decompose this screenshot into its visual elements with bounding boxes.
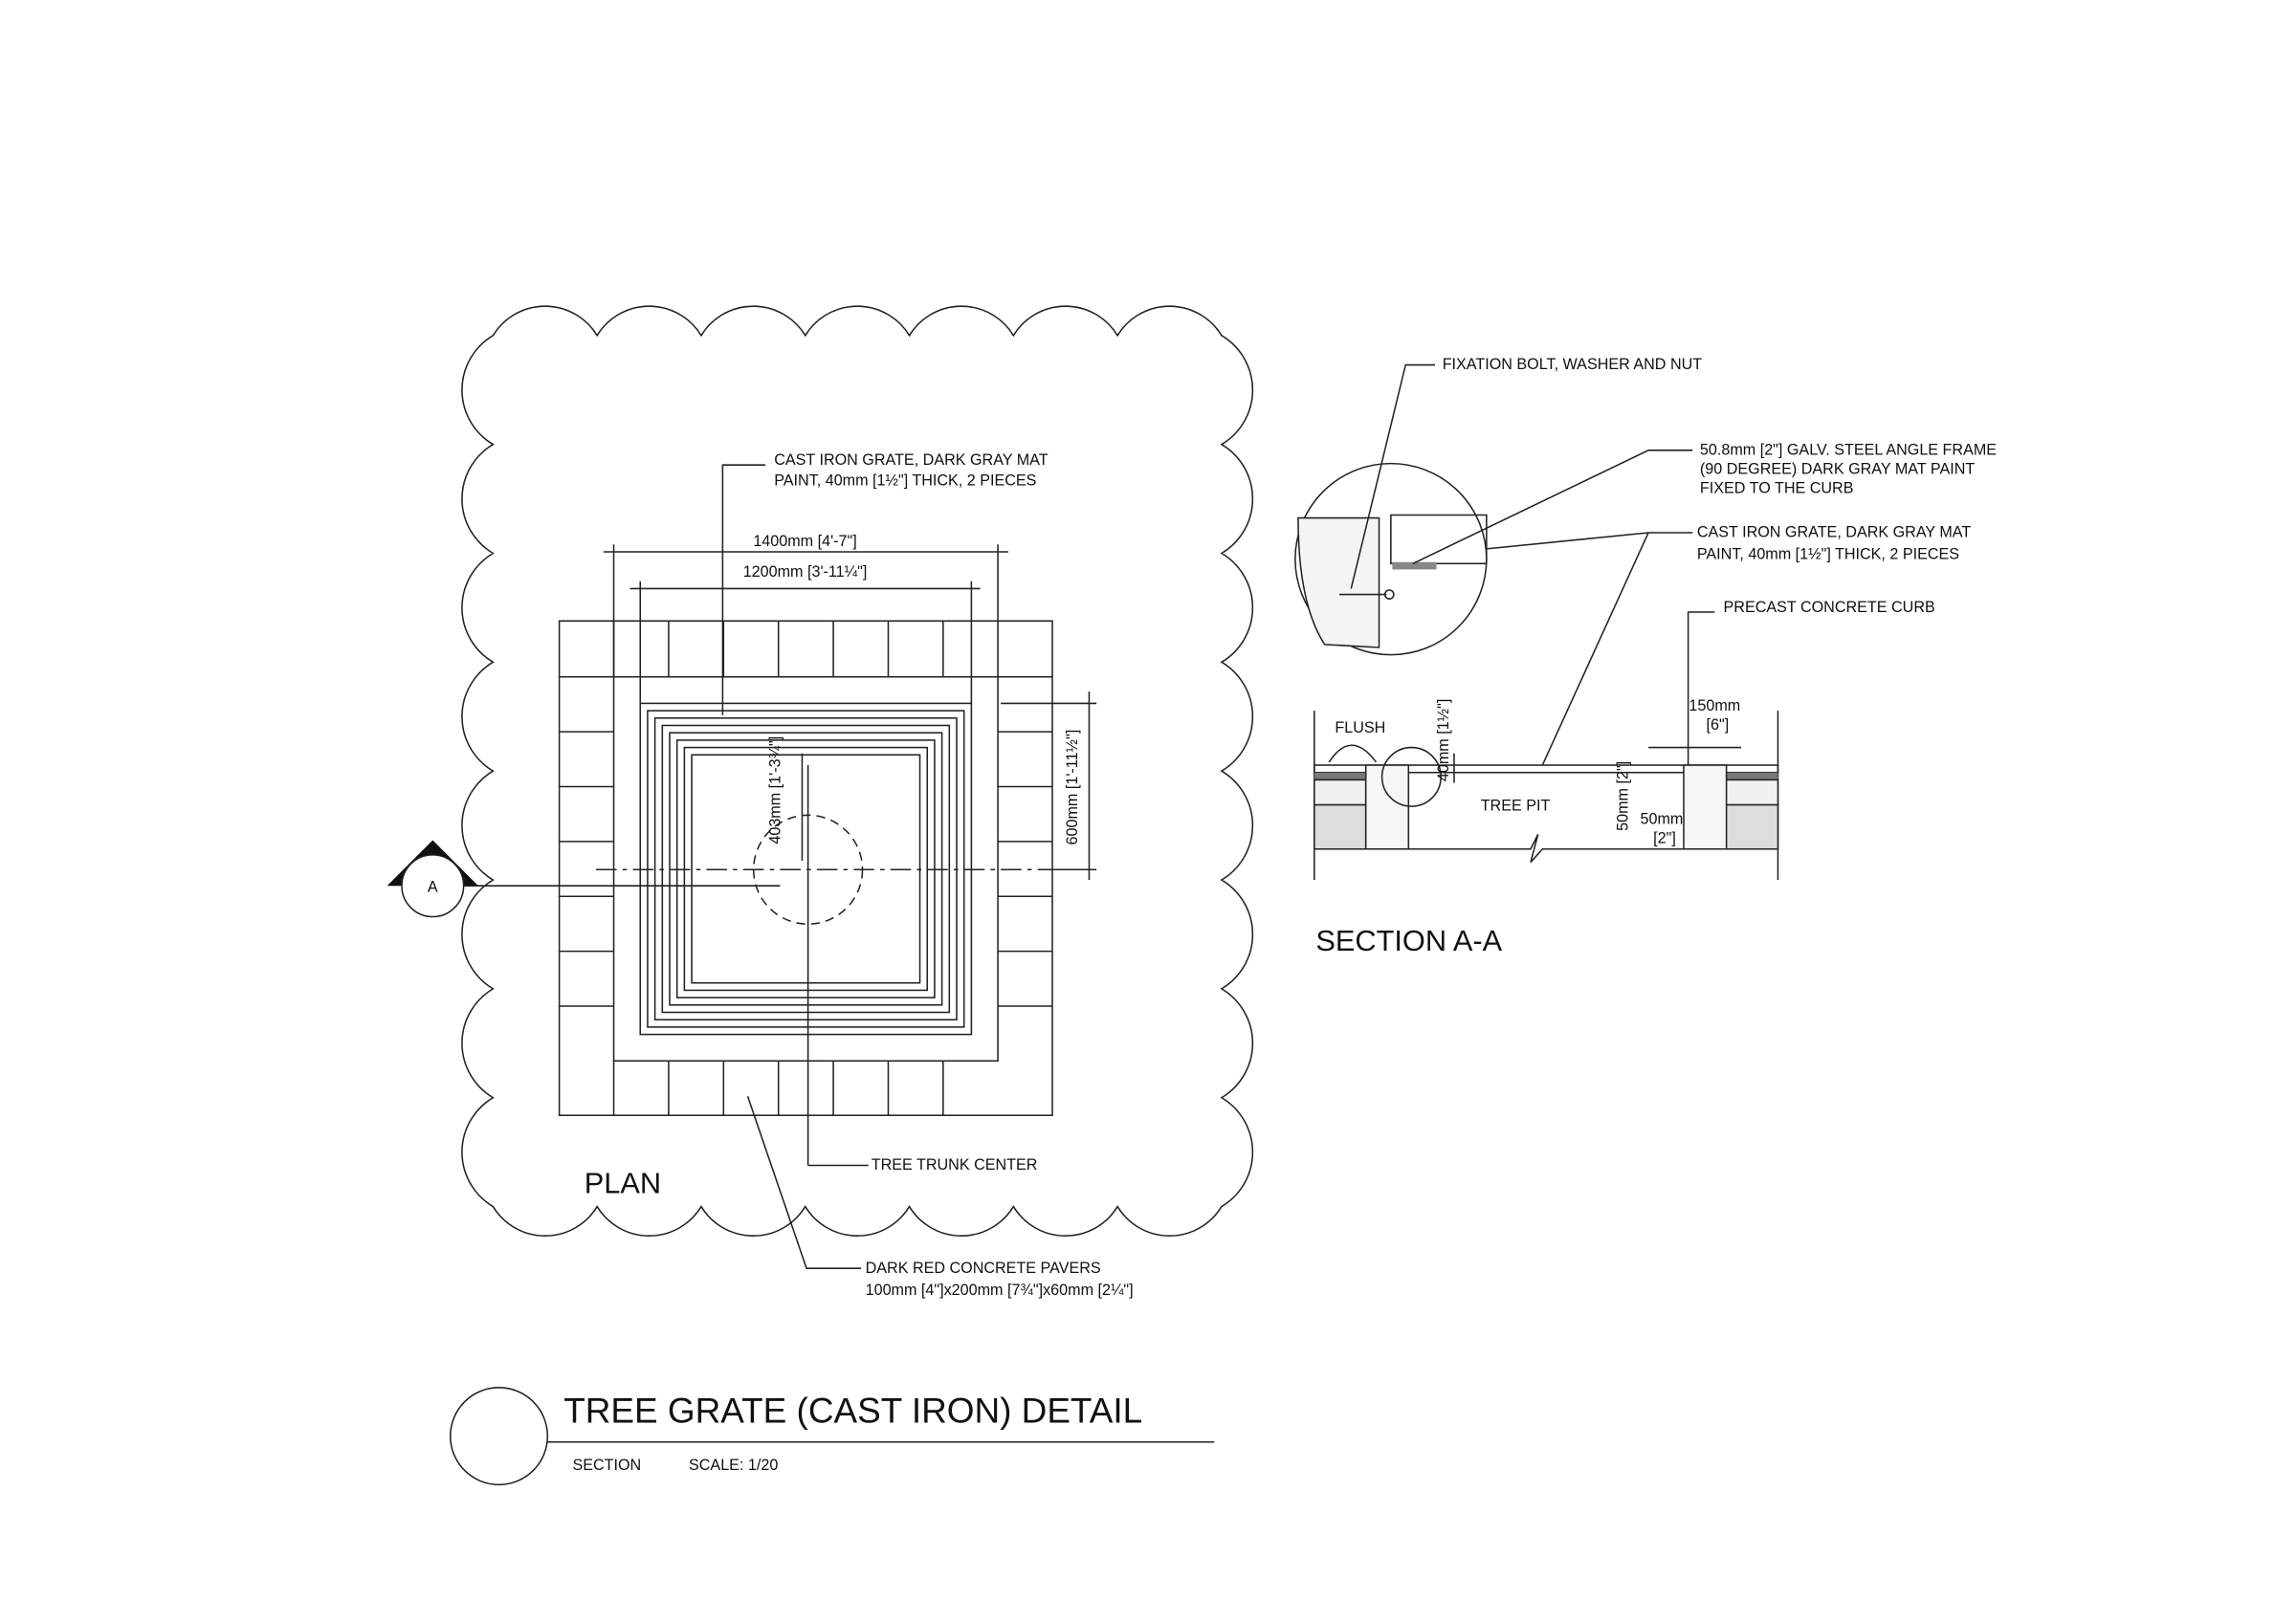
trunk-center-note: TREE TRUNK CENTER xyxy=(872,1156,1038,1173)
plan-grate-note-2: PAINT, 40mm [1½"] THICK, 2 PIECES xyxy=(774,472,1036,490)
plan-grate-note-1: CAST IRON GRATE, DARK GRAY MAT xyxy=(774,451,1049,469)
angle-note-2: (90 DEGREE) DARK GRAY MAT PAINT xyxy=(1700,460,1975,477)
dim-403: 403mm [1'-3¾"] xyxy=(766,736,784,844)
paver-grid xyxy=(558,620,1053,1116)
pavers-note-2: 100mm [4"]x200mm [7¾"]x60mm [2¼"] xyxy=(866,1282,1134,1299)
flush-label: FLUSH xyxy=(1335,719,1385,736)
svg-text:A: A xyxy=(428,878,438,895)
dim-1400: 1400mm [4'-7"] xyxy=(753,533,856,550)
section-grate-note-1: CAST IRON GRATE, DARK GRAY MAT xyxy=(1697,524,1972,541)
drawing-scale: SCALE: 1/20 xyxy=(689,1457,778,1474)
section-grate-note-2: PAINT, 40mm [1½"] THICK, 2 PIECES xyxy=(1697,546,1959,563)
detail-number-circle xyxy=(450,1387,549,1486)
plan-dimensions xyxy=(603,544,1097,881)
section-label: SECTION A-A xyxy=(1315,924,1502,957)
tree-canopy-outline xyxy=(461,305,1254,1237)
plan-label: PLAN xyxy=(585,1167,661,1200)
tree-pit-label: TREE PIT xyxy=(1481,798,1551,815)
bolt-note: FIXATION BOLT, WASHER AND NUT xyxy=(1443,356,1703,373)
dim-150-1: 150mm xyxy=(1689,697,1740,714)
dim-1200: 1200mm [3'-11¼"] xyxy=(743,563,868,581)
curb-note: PRECAST CONCRETE CURB xyxy=(1724,599,1935,616)
dim-600: 600mm [1'-11½"] xyxy=(1064,730,1081,845)
pavers-note-1: DARK RED CONCRETE PAVERS xyxy=(866,1260,1101,1277)
section-marker-a[interactable]: A xyxy=(386,840,781,918)
dim-40: 40mm [1½"] xyxy=(1435,699,1452,781)
dim-50h-2: [2"] xyxy=(1653,830,1676,847)
drawing-type: SECTION xyxy=(572,1457,641,1474)
angle-note-3: FIXED TO THE CURB xyxy=(1700,479,1854,496)
dim-50-vertical: 50mm [2"] xyxy=(1615,761,1632,831)
section-a-a-drawing xyxy=(1314,711,1779,881)
angle-note-1: 50.8mm [2"] GALV. STEEL ANGLE FRAME xyxy=(1700,441,1997,458)
detail-bubble xyxy=(1294,462,1488,656)
dim-50h-1: 50mm xyxy=(1640,811,1683,828)
dim-150-2: [6"] xyxy=(1707,716,1730,734)
drawing-title: TREE GRATE (CAST IRON) DETAIL xyxy=(563,1392,1142,1431)
